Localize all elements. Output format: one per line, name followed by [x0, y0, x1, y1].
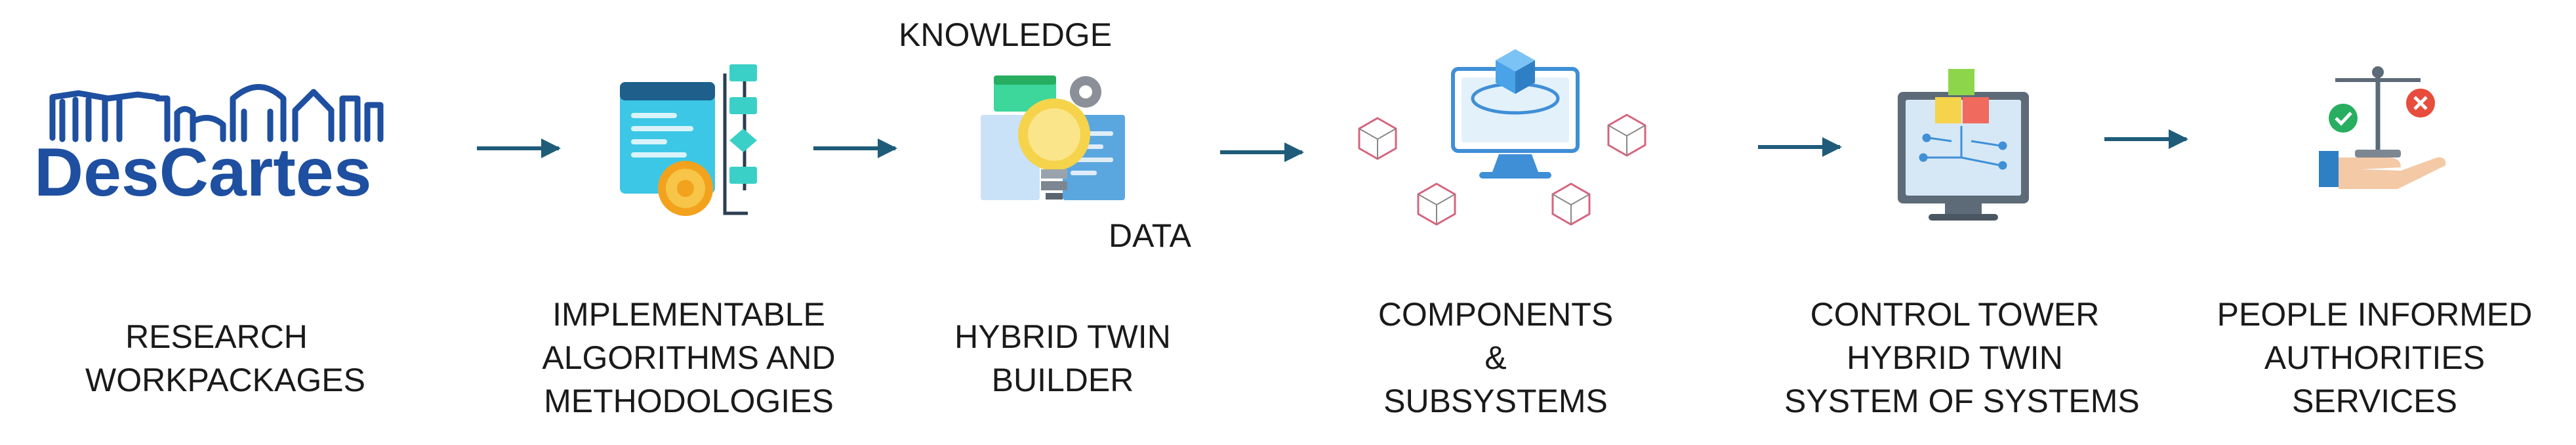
data-label: DATA: [1109, 217, 1191, 254]
caption-line: PEOPLE INFORMED: [2217, 296, 2533, 333]
caption-control-tower: CONTROL TOWER HYBRID TWIN SYSTEM OF SYST…: [1784, 293, 2140, 423]
caption-line: COMPONENTS: [1378, 296, 1614, 333]
cube-icon: [1417, 182, 1456, 226]
caption-line: SUBSYSTEMS: [1383, 383, 1608, 419]
cube-icon: [1358, 117, 1397, 160]
caption-line: SYSTEM OF SYSTEMS: [1784, 383, 2140, 419]
caption-builder: HYBRID TWIN BUILDER: [931, 315, 1194, 402]
components-monitor-icon: [1451, 49, 1580, 179]
caption-line: AUTHORITIES: [2264, 339, 2485, 376]
caption-line: METHODOLOGIES: [544, 383, 834, 419]
lightbulb-idea-icon: [981, 75, 1125, 200]
caption-line: RESEARCH: [125, 318, 308, 355]
logo-wordmark: DesCartes: [34, 135, 372, 211]
caption-line: ALGORITHMS AND: [542, 339, 836, 376]
algorithm-flowchart-icon: [620, 64, 757, 216]
caption-line: SERVICES: [2292, 383, 2457, 419]
control-tower-monitor-icon: [1898, 69, 2029, 221]
caption-components: COMPONENTS & SUBSYSTEMS: [1364, 293, 1627, 423]
skyline-icon: [49, 84, 384, 142]
knowledge-label: KNOWLEDGE: [899, 16, 1113, 53]
caption-people: PEOPLE INFORMED AUTHORITIES SERVICES: [2204, 293, 2545, 423]
cube-icon: [1551, 182, 1591, 226]
balance-scale-hand-icon: [2319, 66, 2446, 189]
descartes-logo: DesCartes: [34, 84, 384, 211]
caption-line: HYBRID TWIN: [1847, 339, 2063, 376]
caption-line: CONTROL TOWER: [1810, 296, 2100, 333]
caption-algorithms: IMPLEMENTABLE ALGORITHMS AND METHODOLOGI…: [538, 293, 840, 423]
caption-research: RESEARCH WORKPACKAGES: [85, 315, 365, 402]
caption-line: &: [1484, 339, 1507, 376]
satellite-cubes: [1358, 114, 1646, 226]
cube-icon: [1607, 114, 1646, 157]
caption-line: WORKPACKAGES: [85, 362, 365, 398]
caption-line: IMPLEMENTABLE: [552, 296, 825, 333]
check-icon: [2329, 104, 2358, 133]
caption-line: HYBRID TWIN: [954, 318, 1171, 355]
caption-line: BUILDER: [991, 362, 1134, 398]
